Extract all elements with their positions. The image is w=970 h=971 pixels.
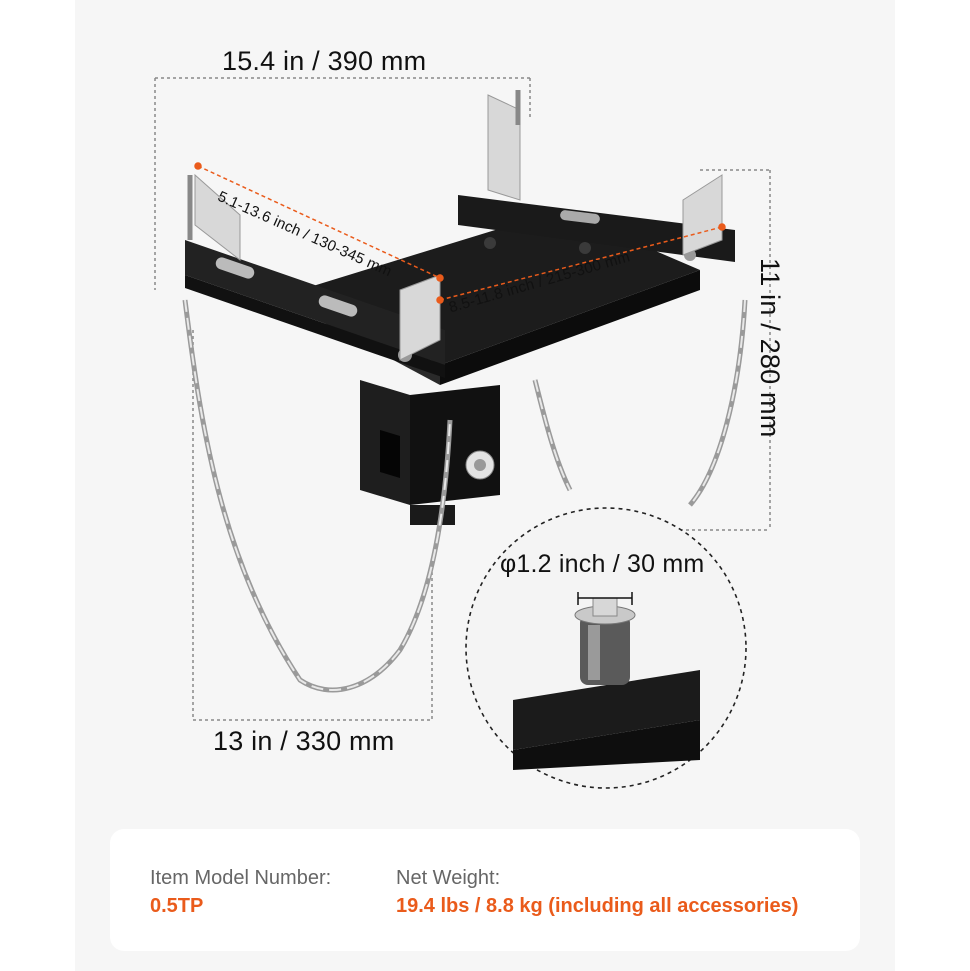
bottom-width-dimension-line (192, 330, 433, 721)
net-weight-label: Net Weight: (396, 867, 501, 889)
receiver-tube (360, 380, 500, 525)
slot-range-a-line (194, 162, 444, 282)
left-chain-highlight (184, 299, 451, 691)
model-number-value: 0.5TP (150, 895, 204, 917)
model-number-label: Item Model Number: (150, 867, 332, 889)
top-width-dimension-line (154, 77, 531, 290)
pin-diameter-label: φ1.2 inch / 30 mm (500, 550, 705, 578)
bottom-width-label: 13 in / 330 mm (213, 726, 395, 756)
back-left-bracket (487, 90, 521, 201)
top-width-label: 15.4 in / 390 mm (222, 46, 427, 76)
net-weight-value: 19.4 lbs / 8.8 kg (including all accesso… (396, 895, 799, 917)
spec-card: Item Model Number: 0.5TP Net Weight: 19.… (110, 829, 860, 951)
pin-detail-callout (465, 507, 747, 789)
right-chain-highlight (534, 299, 746, 506)
height-label: 11 in / 280 mm (755, 258, 785, 438)
